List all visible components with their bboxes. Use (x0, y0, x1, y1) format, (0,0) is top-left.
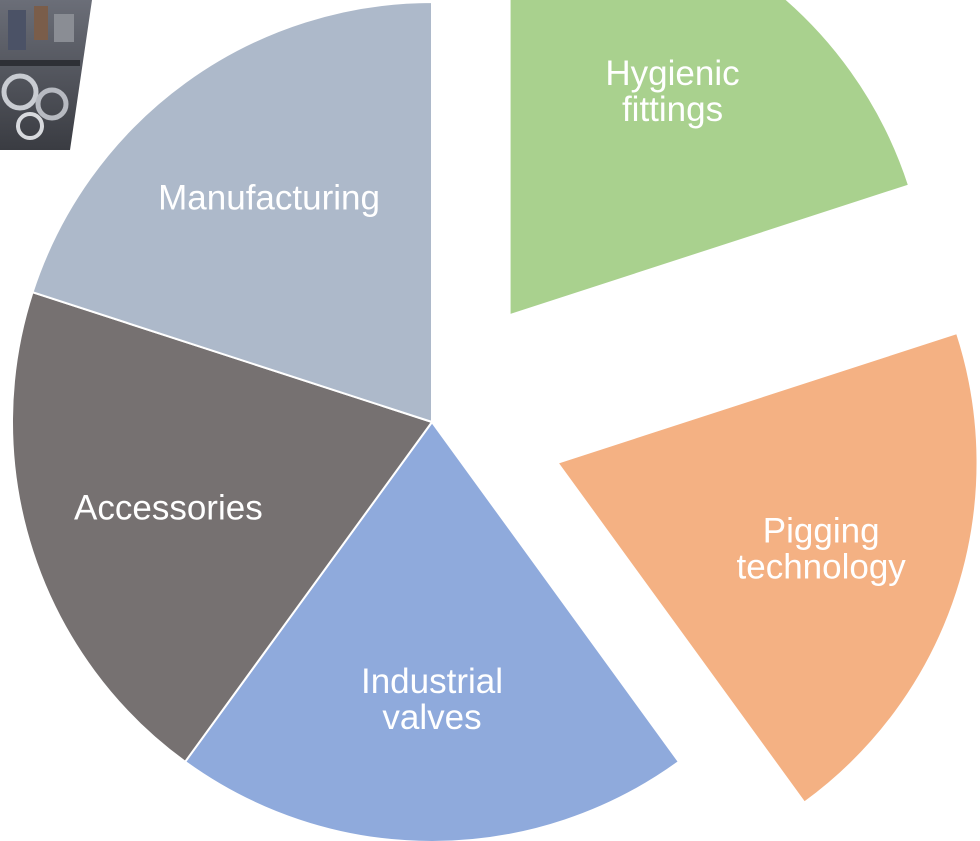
workshop-photo (0, 0, 92, 150)
pie-slice-pigging-technology (555, 331, 979, 804)
pie-label-manufacturing: Manufacturing (158, 179, 380, 218)
pie-slice-industrial-valves (183, 420, 681, 841)
pie-slice-hygienic-fittings (508, 0, 911, 317)
pie-slice-manufacturing (31, 0, 433, 424)
pie-slice-accessories (11, 290, 434, 764)
pie-label-accessories: Accessories (74, 489, 263, 528)
pie-slices (11, 0, 979, 841)
